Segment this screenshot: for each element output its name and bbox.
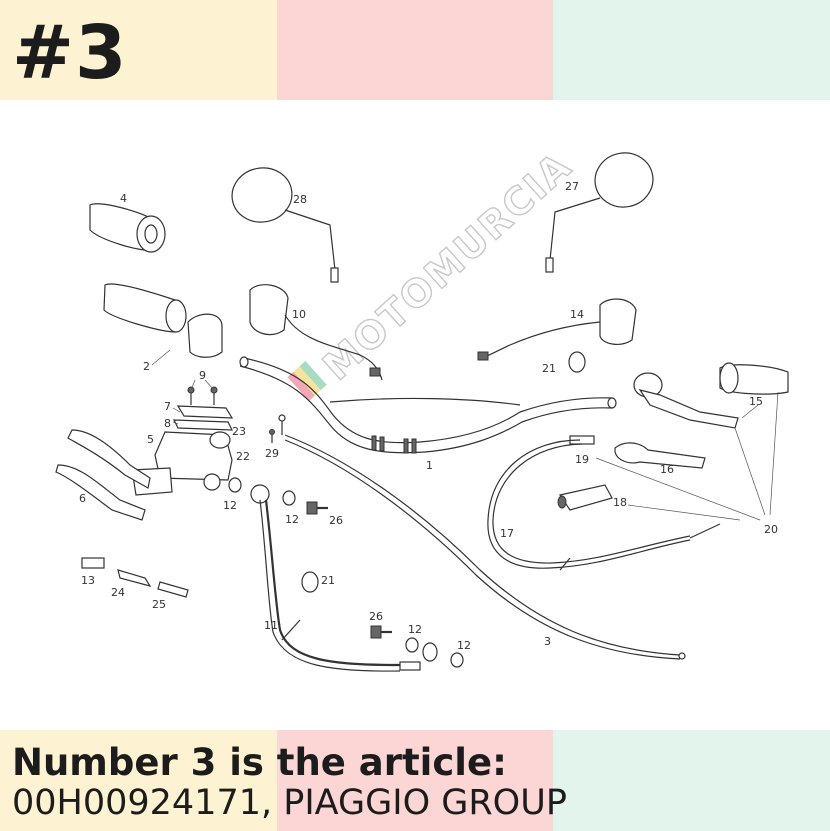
label-24: 24 <box>111 586 125 599</box>
label-12d: 12 <box>457 639 471 652</box>
brake-hose-part <box>250 484 421 672</box>
label-28: 28 <box>293 193 307 206</box>
label-21a: 21 <box>542 362 556 375</box>
label-13: 13 <box>81 574 95 587</box>
switch-right-part <box>477 298 637 361</box>
label-27: 27 <box>565 180 579 193</box>
band-pink <box>277 730 553 831</box>
label-23: 23 <box>232 425 246 438</box>
handlebar-part <box>239 356 617 454</box>
throttle-grip-part <box>103 283 223 358</box>
lever-16-part <box>614 442 706 469</box>
label-3: 3 <box>544 635 551 648</box>
label-12a: 12 <box>223 499 237 512</box>
mirror-right-part <box>545 152 654 273</box>
label-7: 7 <box>164 400 171 413</box>
top-color-band <box>0 0 830 100</box>
switch-left-part <box>249 284 383 381</box>
label-9: 9 <box>199 369 206 382</box>
label-6: 6 <box>79 492 86 505</box>
band-yellow <box>0 0 277 100</box>
bottom-color-band <box>0 730 830 831</box>
label-12b: 12 <box>285 513 299 526</box>
small-parts <box>81 429 275 598</box>
label-26b: 26 <box>369 610 383 623</box>
bolt-parts <box>306 501 392 639</box>
label-26a: 26 <box>329 514 343 527</box>
article-headline: Number 3 is the article: <box>12 741 507 784</box>
label-4: 4 <box>120 192 127 205</box>
band-pink <box>277 0 553 100</box>
label-8: 8 <box>164 417 171 430</box>
mirror-left-part <box>231 167 339 283</box>
band-yellow <box>0 730 277 831</box>
label-25: 25 <box>152 598 166 611</box>
label-21b: 21 <box>321 574 335 587</box>
clamp-lower-part <box>301 571 319 593</box>
label-14: 14 <box>570 308 584 321</box>
switch-18-part <box>557 484 613 511</box>
grip-left-part <box>89 203 166 253</box>
brake-lever-part <box>55 429 151 521</box>
label-1: 1 <box>426 459 433 472</box>
label-12c: 12 <box>408 623 422 636</box>
label-16: 16 <box>660 463 674 476</box>
label-2: 2 <box>143 360 150 373</box>
clamp-upper-part <box>568 351 586 373</box>
exploded-parts-diagram: MOTOMURCIA <box>55 143 789 672</box>
label-20: 20 <box>764 523 778 536</box>
cable-17-part <box>487 439 721 571</box>
washer-parts <box>228 477 464 668</box>
master-cylinder-part <box>131 386 234 496</box>
label-10: 10 <box>292 308 306 321</box>
label-11: 11 <box>264 619 278 632</box>
cable-3-part <box>278 414 686 660</box>
article-code: 00H00924171, PIAGGIO GROUP <box>12 783 567 823</box>
band-mint <box>553 0 830 100</box>
label-17: 17 <box>500 527 514 540</box>
band-mint <box>553 730 830 831</box>
item-number-badge: #3 <box>12 10 128 96</box>
label-18: 18 <box>613 496 627 509</box>
label-5: 5 <box>147 433 154 446</box>
label-22: 22 <box>236 450 250 463</box>
watermark-text: MOTOMURCIA <box>315 143 581 388</box>
label-19: 19 <box>575 453 589 466</box>
label-15: 15 <box>749 395 763 408</box>
part-labels: 1 2 3 4 5 6 7 8 9 10 11 12 12 12 12 12 1… <box>79 180 778 652</box>
clutch-lever-part <box>633 362 789 429</box>
label-29: 29 <box>265 447 279 460</box>
leader-lines <box>151 349 779 521</box>
